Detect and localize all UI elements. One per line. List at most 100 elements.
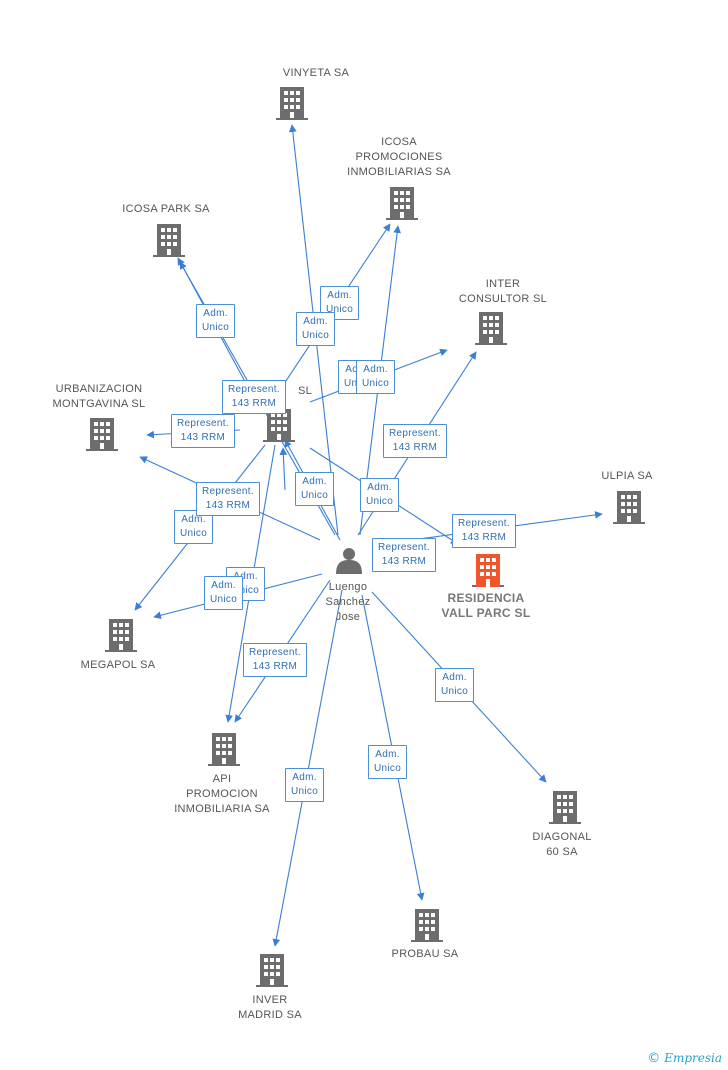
node-label-line: SL — [297, 385, 313, 397]
edge-label-line: 143 RRM — [205, 500, 251, 511]
building-icon[interactable] — [411, 909, 443, 942]
node-label-line: 60 SA — [546, 846, 578, 858]
node-label-line: PROMOCIONES — [355, 151, 443, 163]
edge-label[interactable]: Represent. 143 RRM — [222, 380, 286, 414]
edge-label-line: Unico — [366, 496, 394, 507]
building-icon[interactable] — [549, 791, 581, 824]
edge-label[interactable]: Adm.Unico — [356, 360, 396, 394]
edge-label-line: 143 RRM — [180, 432, 226, 443]
edge-label[interactable]: Adm. Unico — [296, 312, 336, 346]
node-label-line: INTER — [485, 278, 521, 290]
node-label-line: API — [212, 773, 232, 785]
edge-label-line: Unico — [302, 330, 330, 341]
edge-label-line: Represent. — [228, 384, 280, 395]
edge-label-line: Adm. — [367, 482, 392, 493]
edge-label-line: Represent. — [202, 486, 254, 497]
edge-label-line: Unico — [210, 594, 238, 605]
copyright-icon: © — [647, 1051, 661, 1066]
edge-label-line: Adm. — [211, 580, 236, 591]
edge-label-line: Adm. — [303, 316, 328, 327]
edge-label-line: Adm. — [203, 308, 228, 319]
person-icon[interactable] — [336, 548, 362, 574]
building-icon[interactable] — [276, 87, 308, 120]
edge-label[interactable]: Represent.143 RRM — [383, 424, 447, 458]
edge-label[interactable]: Represent. 143 RRM — [196, 482, 260, 516]
building-icon[interactable] — [86, 418, 118, 451]
node-label-line: PROBAU SA — [391, 948, 459, 960]
edge-line — [279, 447, 288, 491]
edge-label[interactable]: Adm. Unico — [285, 768, 325, 802]
node-label-line: VALL PARC SL — [441, 606, 531, 620]
edge-label[interactable]: Adm. Unico — [435, 668, 475, 702]
edge-label[interactable]: Adm. Unico — [295, 472, 335, 506]
building-icon[interactable] — [613, 491, 645, 524]
building-icon[interactable] — [105, 619, 137, 652]
focus-building-icon[interactable] — [476, 554, 500, 587]
nodes-layer — [86, 87, 645, 987]
node-label-line: DIAGONAL — [532, 831, 592, 843]
node-label-inter[interactable]: INTER CONSULTOR SL — [459, 277, 547, 307]
node-label-icosa-park[interactable]: ICOSA PARK SA — [122, 202, 209, 217]
edge-label-line: Adm. — [327, 290, 352, 301]
edge-label-line: Unico — [180, 528, 208, 539]
node-label-ulpia[interactable]: ULPIA SA — [601, 469, 652, 484]
brand-logo: ©Empresia — [647, 1051, 722, 1066]
edge-label-line: Unico — [374, 763, 402, 774]
node-label-vinyeta[interactable]: VINYETA SA — [283, 66, 349, 81]
edge-label-line: Adm. — [233, 571, 258, 582]
edge-label-line: Unico — [202, 322, 230, 333]
building-icon[interactable] — [153, 224, 185, 257]
edge-label-line: Represent. — [249, 647, 301, 658]
edge-label-line: Represent. — [458, 518, 510, 529]
node-label-megapol[interactable]: MEGAPOL SA — [81, 658, 156, 673]
edge-label-line: Represent. — [389, 428, 441, 439]
node-label-line: ICOSA PARK SA — [122, 203, 210, 215]
edge-label-line: 143 RRM — [231, 398, 277, 409]
edge-label-line: Adm. — [292, 772, 317, 783]
edge-label-line: Adm. — [181, 514, 206, 525]
edge-label[interactable]: Adm. Unico — [368, 745, 408, 779]
building-icon[interactable] — [475, 312, 507, 345]
edge-label[interactable]: Represent.143 RRM — [243, 643, 307, 677]
edge-label[interactable]: Adm. Unico — [196, 304, 236, 338]
node-label-line: RESIDENCIA — [447, 591, 525, 605]
node-label-line: CONSULTOR SL — [458, 293, 548, 305]
building-icon[interactable] — [256, 954, 288, 987]
edge-label-line: Unico — [301, 490, 329, 501]
edge-label-line: 143 RRM — [461, 532, 507, 543]
node-label-line: PROMOCION — [186, 788, 258, 800]
edge-label-line: Represent. — [378, 542, 430, 553]
node-label-line: Sanchez — [325, 596, 371, 608]
node-label-probau[interactable]: PROBAU SA — [392, 947, 459, 962]
edge-label-line: Unico — [232, 585, 260, 596]
edge-label[interactable]: Adm. Unico — [204, 576, 244, 610]
edge-label[interactable]: Represent. 143 RRM — [372, 538, 436, 572]
edge-label-line: Unico — [441, 686, 469, 697]
node-label-line: INVER — [252, 994, 288, 1006]
building-icon[interactable] — [208, 733, 240, 766]
edge-label[interactable]: Represent. 143 RRM — [171, 414, 235, 448]
edge-label-line: Adm. — [442, 672, 467, 683]
edge-label-line: Represent. — [177, 418, 229, 429]
node-label-line: VINYETA SA — [282, 67, 350, 79]
edge-label-line: Adm. — [302, 476, 327, 487]
node-label-hub-sl[interactable]: SL — [298, 384, 312, 399]
edge-label[interactable]: Adm. Unico — [360, 478, 400, 512]
node-label-line: INMOBILIARIAS SA — [347, 166, 451, 178]
edge-label-line: Adm. — [375, 749, 400, 760]
node-label-line: Luengo — [328, 581, 368, 593]
edge-label-line: 143 RRM — [381, 556, 427, 567]
node-label-line: MONTGAVINA SL — [52, 398, 146, 410]
building-icon[interactable] — [386, 187, 418, 220]
edge-label[interactable]: Represent. 143 RRM — [452, 514, 516, 548]
node-label-line: ULPIA SA — [601, 470, 653, 482]
node-label-diagonal[interactable]: DIAGONAL 60 SA — [532, 830, 591, 860]
brand-name: Empresia — [664, 1051, 722, 1065]
edge-label-line: Unico — [291, 786, 319, 797]
